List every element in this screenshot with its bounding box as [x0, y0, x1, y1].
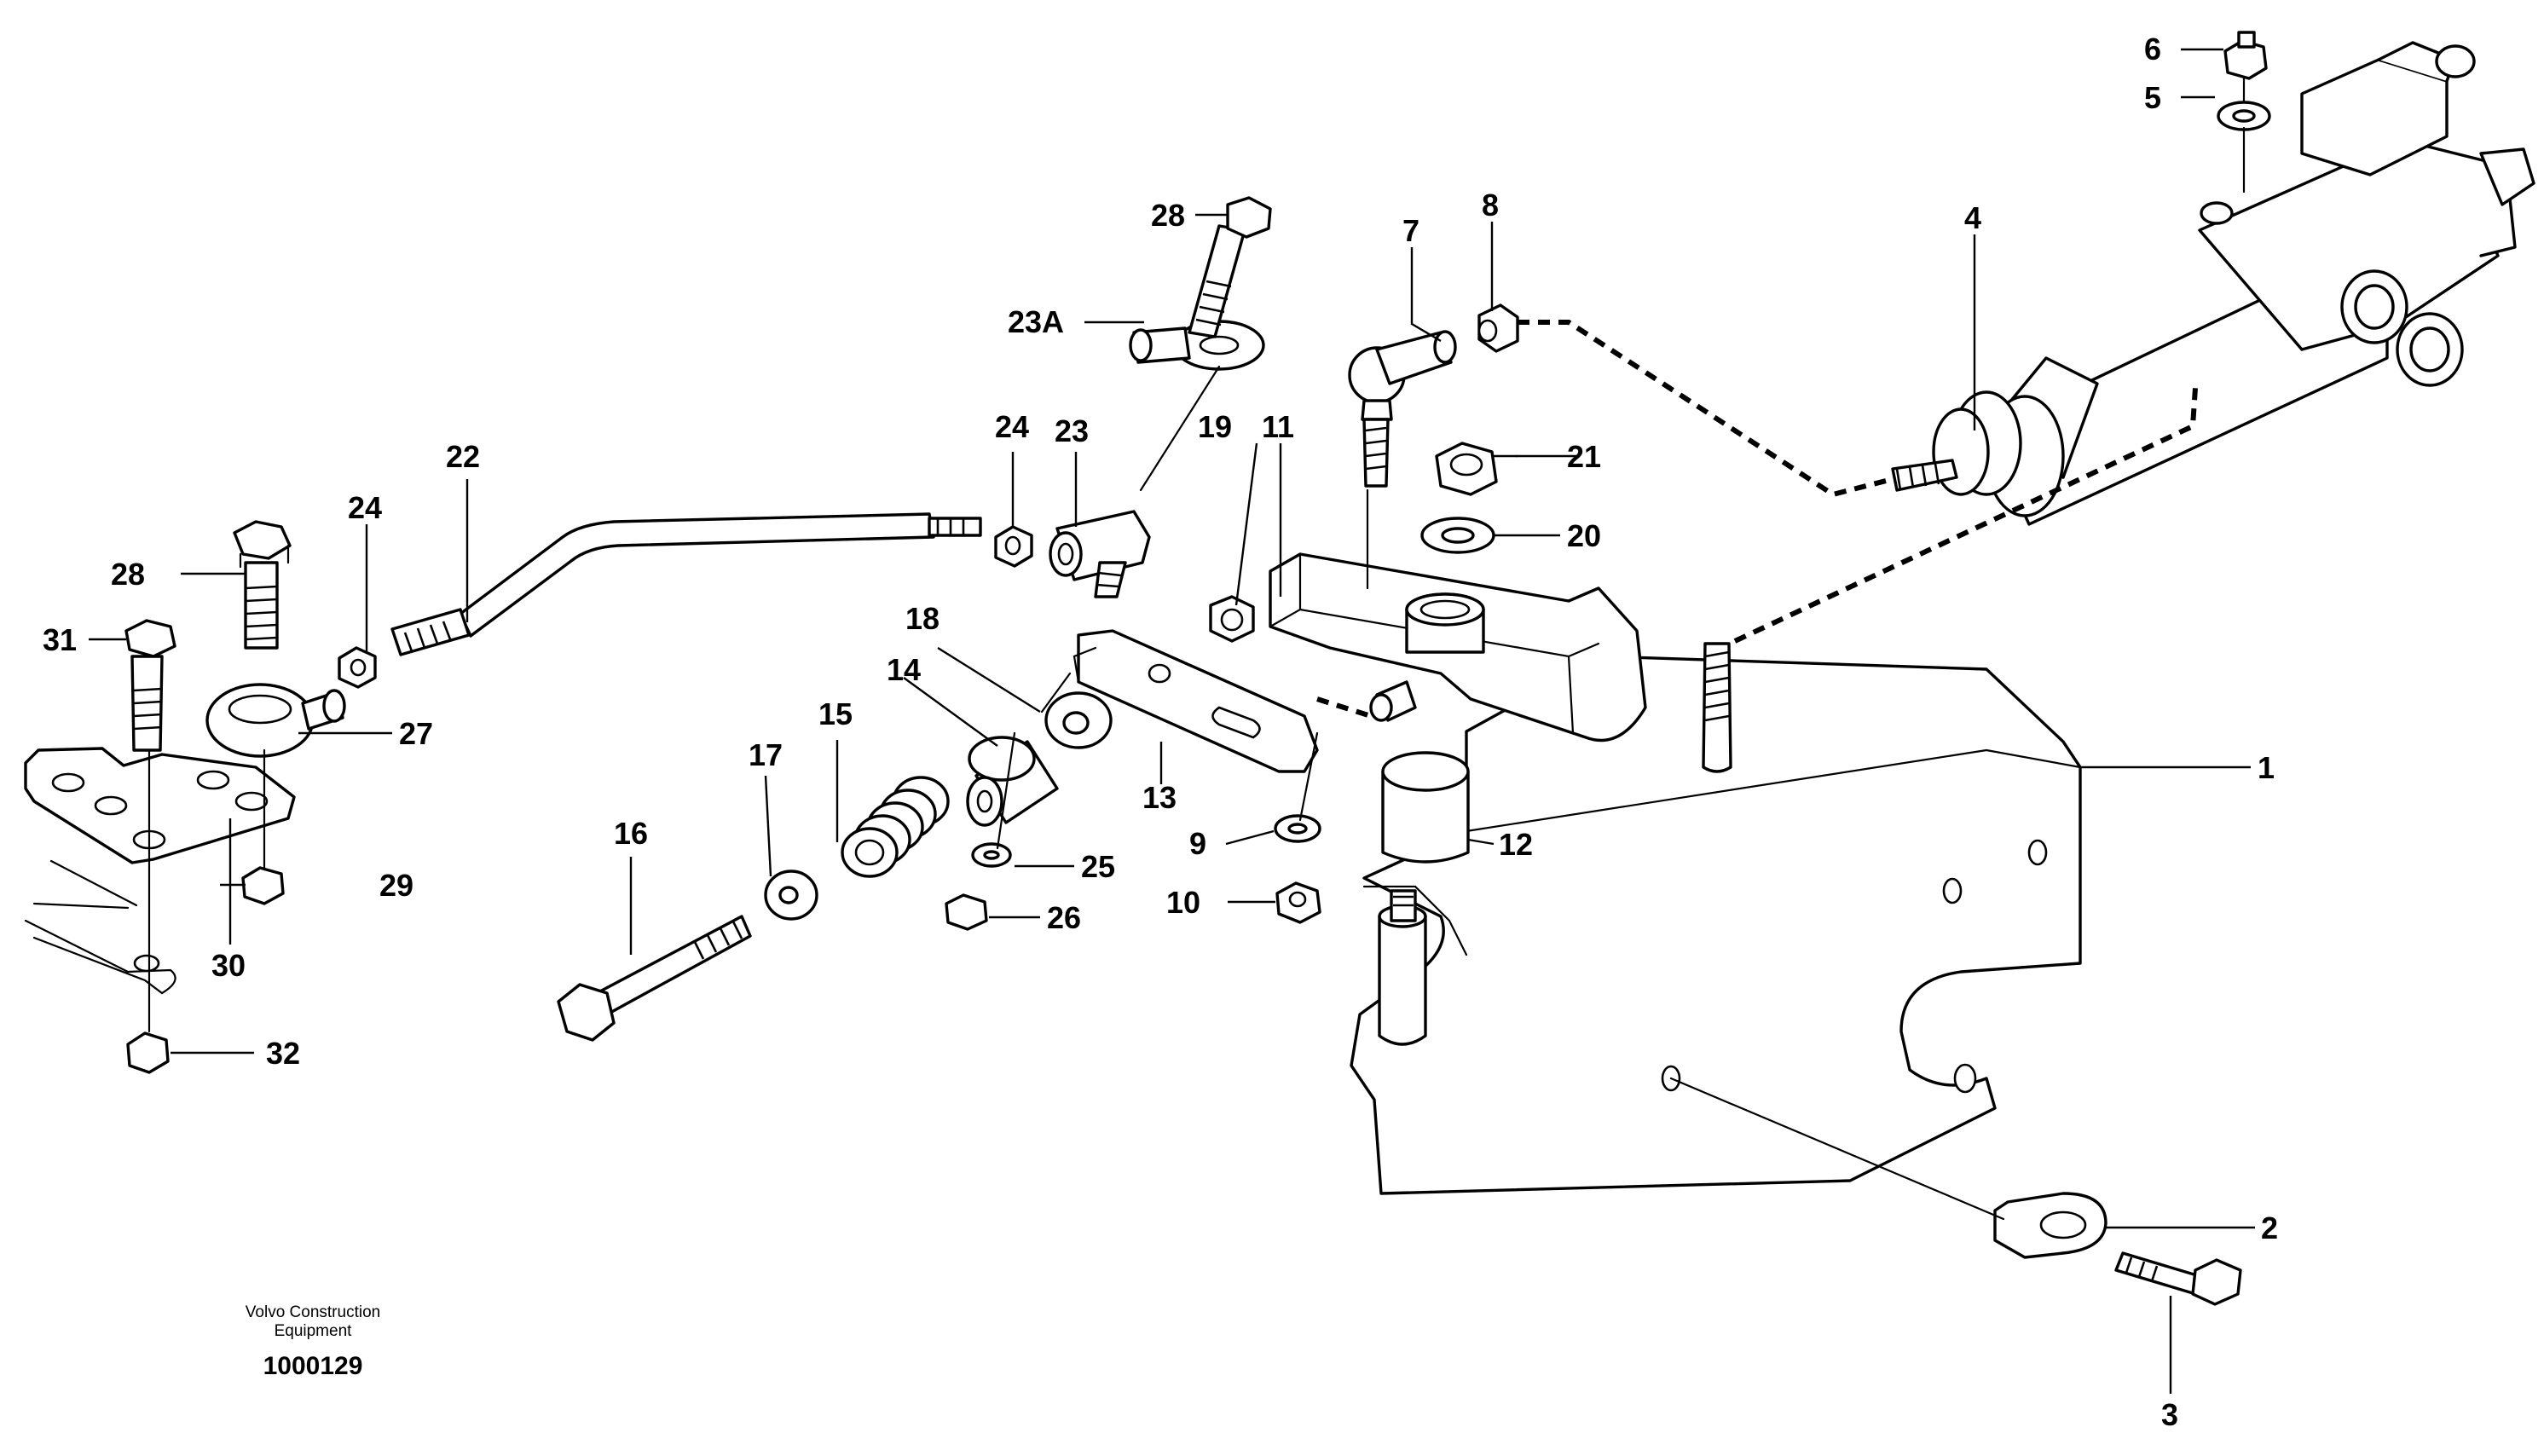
callout-15: 15	[818, 696, 853, 731]
callout-27: 27	[399, 716, 433, 751]
bolt-part-3	[2114, 1251, 2242, 1306]
callout-32: 32	[266, 1036, 300, 1071]
washer-part-25	[971, 842, 1012, 868]
assembly-line-valve-to-nut	[1518, 320, 1894, 498]
leader-lines	[89, 48, 2255, 1394]
plate-part-30	[24, 747, 296, 864]
stud-lower	[1378, 889, 1427, 1046]
callout-2: 2	[2261, 1210, 2278, 1245]
callout-16: 16	[614, 816, 648, 851]
callout-3: 3	[2161, 1397, 2178, 1432]
spacer-part-14	[966, 736, 1059, 827]
callout-23: 23	[1055, 413, 1089, 448]
lever-part-11	[1269, 552, 1647, 742]
nut-part-6	[2223, 31, 2268, 80]
washer-part-5	[2217, 101, 2271, 131]
brand-line-2: Equipment	[275, 1322, 353, 1340]
callout-14: 14	[887, 652, 921, 687]
callout-23a: 23A	[1008, 304, 1064, 339]
callout-28-left: 28	[111, 557, 145, 592]
bolt-part-16	[557, 915, 752, 1042]
bolt-part-31	[124, 619, 176, 752]
support-bracket-outline	[24, 902, 176, 995]
drawing-number: 1000129	[263, 1352, 363, 1380]
callout-31: 31	[43, 622, 77, 657]
nut-part-24-right	[994, 525, 1033, 568]
assembly-line-lever-to-plate	[1316, 696, 1372, 719]
bolt-part-28-upper	[1188, 196, 1272, 338]
assembly-line-valve-to-stud	[1733, 387, 2198, 644]
eye-part-27	[205, 683, 346, 758]
washer-part-18	[1044, 691, 1113, 749]
ball-joint-part-7	[1348, 330, 1457, 488]
nut-part-8	[1477, 303, 1519, 353]
callout-24-left: 24	[348, 490, 382, 525]
washer-part-20	[1420, 517, 1495, 554]
callout-4: 4	[1964, 200, 1981, 235]
callout-21: 21	[1567, 439, 1601, 474]
nut-part-29	[241, 866, 285, 905]
callout-5: 5	[2144, 80, 2161, 115]
callout-7: 7	[1402, 213, 1419, 248]
callout-22: 22	[446, 439, 480, 474]
callout-17: 17	[749, 737, 783, 772]
footer-block: Volvo Construction Equipment 1000129	[246, 1303, 380, 1380]
nut-part-24-left	[338, 646, 377, 689]
callout-8: 8	[1482, 188, 1499, 222]
callout-6: 6	[2144, 32, 2161, 66]
callout-9: 9	[1189, 826, 1206, 861]
callout-1: 1	[2258, 750, 2275, 785]
nut-part-26	[945, 893, 988, 931]
callout-20: 20	[1567, 518, 1601, 553]
callout-25: 25	[1081, 849, 1115, 884]
brand-line-1: Volvo Construction	[246, 1303, 380, 1321]
callout-labels: 1 2 3 4 5 6 7 8 9 10 11 12 13 14 15 16 1…	[43, 32, 2278, 1432]
callout-19: 19	[1198, 409, 1232, 444]
control-rod-part-22	[390, 512, 982, 656]
callout-24-right: 24	[995, 409, 1029, 444]
rod-end-part-23	[1049, 510, 1151, 598]
nut-part-19	[1209, 595, 1255, 643]
callout-10: 10	[1166, 885, 1200, 920]
solenoid-valve-part-4	[1891, 41, 2535, 526]
nut-part-10	[1275, 881, 1321, 924]
bolt-part-28-left	[233, 520, 292, 650]
callout-11: 11	[1262, 409, 1294, 444]
nut-part-21	[1435, 442, 1498, 496]
stud-upper	[1702, 642, 1732, 773]
callout-12: 12	[1499, 827, 1533, 862]
spring-part-15	[841, 776, 950, 878]
bushing-part-12	[1381, 751, 1470, 864]
washer-part-17	[764, 870, 818, 921]
assembly-thin-lines	[49, 77, 2246, 1221]
washer-part-9	[1274, 814, 1321, 843]
link-plate-part-13	[1073, 629, 1319, 773]
clamp-part-2	[1993, 1192, 2107, 1259]
callout-18: 18	[905, 601, 940, 636]
callout-29: 29	[379, 868, 413, 903]
callout-28-upper: 28	[1151, 198, 1185, 233]
callout-26: 26	[1047, 900, 1081, 935]
callout-30: 30	[211, 948, 246, 983]
callout-13: 13	[1142, 780, 1177, 815]
nut-part-32	[126, 1031, 170, 1074]
